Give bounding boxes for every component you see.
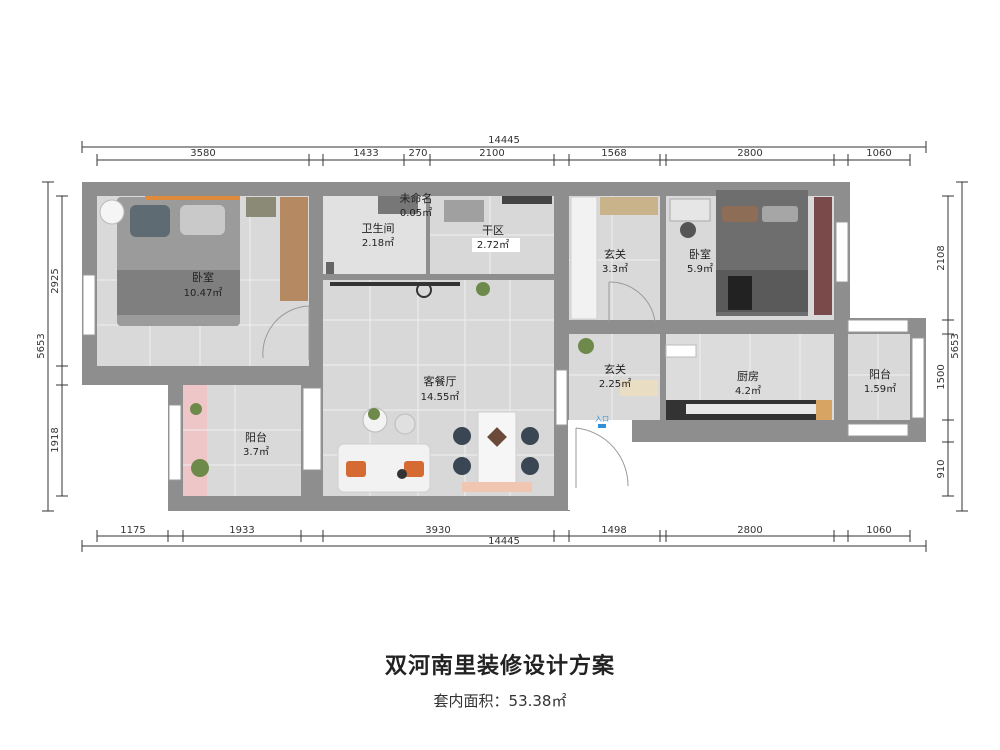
wardrobe-right	[814, 197, 832, 315]
entry-label: 入口	[595, 415, 609, 423]
room-name-living: 客餐厅	[424, 374, 457, 388]
furniture	[99, 190, 832, 493]
dimension-labels: 14445 3580 1433 270 2100 1568 2800 1060 …	[36, 135, 961, 547]
dim-top-segment: 1568	[601, 148, 626, 159]
dim-left-total: 5653	[36, 333, 47, 358]
floor-balcony-rug	[183, 385, 207, 496]
dim-bottom-segment: 1060	[866, 525, 891, 536]
room-area-balcony-right: 1.59㎡	[864, 383, 896, 395]
dim-top-segment: 270	[408, 148, 427, 159]
plan-area: 套内面积：53.38㎡	[0, 690, 1000, 711]
plan-area-label: 套内面积：	[433, 692, 509, 710]
room-name-balcony-right: 阳台	[869, 367, 891, 381]
dim-left-segment: 2925	[50, 268, 61, 293]
dim-right-total: 5653	[950, 333, 961, 358]
dim-right-segment: 910	[936, 459, 947, 478]
floor-plan: 卧室 10.47㎡ 未命名 0.05㎡ 卫生间 2.18㎡ 干区 2.72㎡ 客…	[36, 135, 968, 552]
dim-bottom-segment: 2800	[737, 525, 762, 536]
room-area-bedroom-left: 10.47㎡	[184, 287, 223, 299]
room-area-dry-zone: 2.72㎡	[477, 239, 509, 251]
plant-icon	[476, 282, 490, 296]
room-area-unnamed: 0.05㎡	[400, 207, 432, 219]
wardrobe-left	[280, 197, 308, 301]
plant-icon	[191, 459, 209, 477]
plant-icon	[578, 338, 594, 354]
floor-balcony-right	[848, 334, 910, 420]
dim-bottom-segment: 1498	[601, 525, 626, 536]
dim-bottom-segment: 3930	[425, 525, 450, 536]
dim-top-segment: 1060	[866, 148, 891, 159]
plan-title: 双河南里装修设计方案	[384, 654, 615, 679]
windows	[82, 221, 925, 481]
room-area-foyer-top: 3.3㎡	[602, 263, 628, 275]
dim-right-segment: 2108	[936, 245, 947, 270]
room-area-kitchen: 4.2㎡	[735, 385, 761, 397]
room-area-bathroom: 2.18㎡	[362, 237, 394, 249]
dim-left-segment: 1918	[50, 427, 61, 452]
plan-area-value: 53.38㎡	[508, 692, 567, 710]
dim-top-segment: 2100	[479, 148, 504, 159]
plant-icon	[190, 403, 202, 415]
room-name-foyer-bottom: 玄关	[604, 362, 626, 376]
dim-top-total: 14445	[488, 135, 520, 146]
room-labels: 卧室 10.47㎡ 未命名 0.05㎡ 卫生间 2.18㎡ 干区 2.72㎡ 客…	[184, 191, 896, 458]
room-area-living: 14.55㎡	[421, 391, 460, 403]
room-area-balcony-left: 3.7㎡	[243, 446, 269, 458]
dim-top-segment: 2800	[737, 148, 762, 159]
dim-top-segment: 1433	[353, 148, 378, 159]
plant-icon	[368, 408, 380, 420]
room-name-dry-zone: 干区	[482, 224, 504, 237]
room-name-balcony-left: 阳台	[245, 430, 267, 444]
room-area-foyer-bottom: 2.25㎡	[599, 378, 631, 390]
room-name-bedroom-right: 卧室	[689, 247, 711, 261]
dim-bottom-segment: 1933	[229, 525, 254, 536]
room-area-bedroom-right: 5.9㎡	[687, 263, 713, 275]
room-name-unnamed: 未命名	[400, 191, 433, 205]
room-name-bathroom: 卫生间	[362, 221, 395, 235]
doors	[262, 281, 656, 488]
sofa	[337, 443, 431, 493]
dining-table	[477, 411, 517, 491]
dim-bottom-segment: 1175	[120, 525, 145, 536]
room-name-foyer-top: 玄关	[604, 247, 626, 261]
shoe-cabinet	[570, 196, 598, 320]
room-name-kitchen: 厨房	[737, 370, 759, 383]
room-name-bedroom-left: 卧室	[192, 270, 214, 284]
dim-top-segment: 3580	[190, 148, 215, 159]
bathroom-fixture	[378, 196, 418, 214]
dim-right-segment: 1500	[936, 364, 947, 389]
entry-icon	[598, 424, 606, 428]
dimension-lines	[42, 141, 968, 552]
dim-bottom-total: 14445	[488, 536, 520, 547]
